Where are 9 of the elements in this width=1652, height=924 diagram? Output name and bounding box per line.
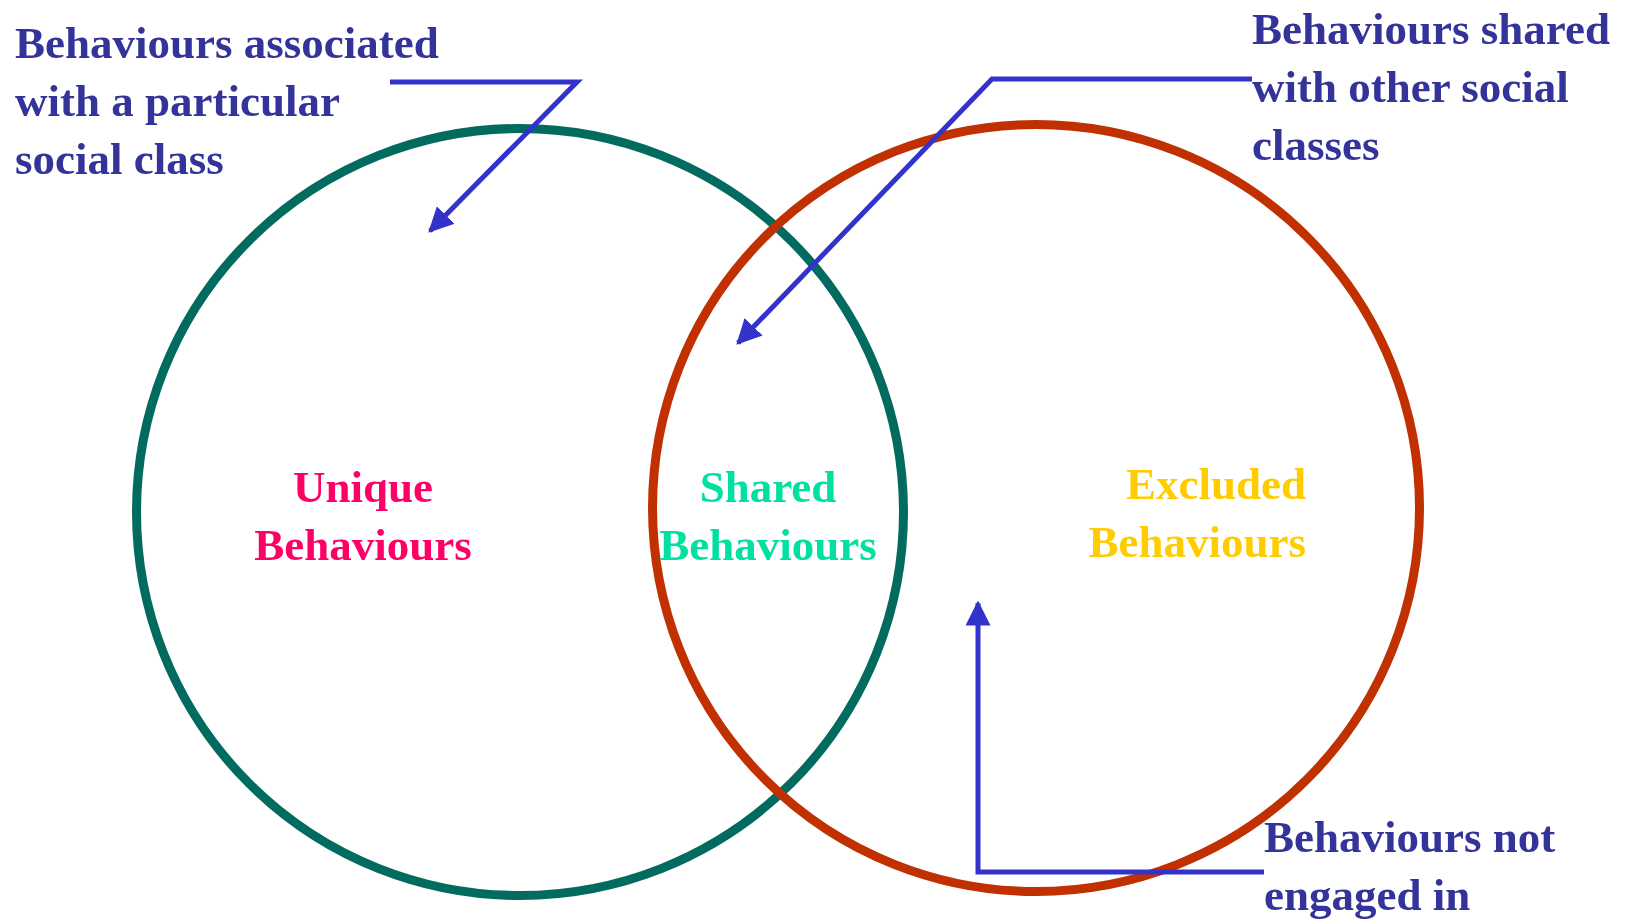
region-label: Excluded Behaviours — [1046, 455, 1306, 571]
callout-text: Behaviours not engaged in — [1264, 808, 1634, 924]
leader-arrow — [387, 79, 583, 233]
leader-arrow — [736, 76, 1252, 345]
region-label: Unique Behaviours — [233, 458, 493, 574]
callout-text: Behaviours shared with other social classes — [1252, 0, 1647, 174]
leader-arrow — [965, 600, 1264, 875]
region-label: Shared Behaviours — [648, 458, 888, 574]
callout-text: Behaviours associated with a particular social class — [15, 14, 455, 188]
